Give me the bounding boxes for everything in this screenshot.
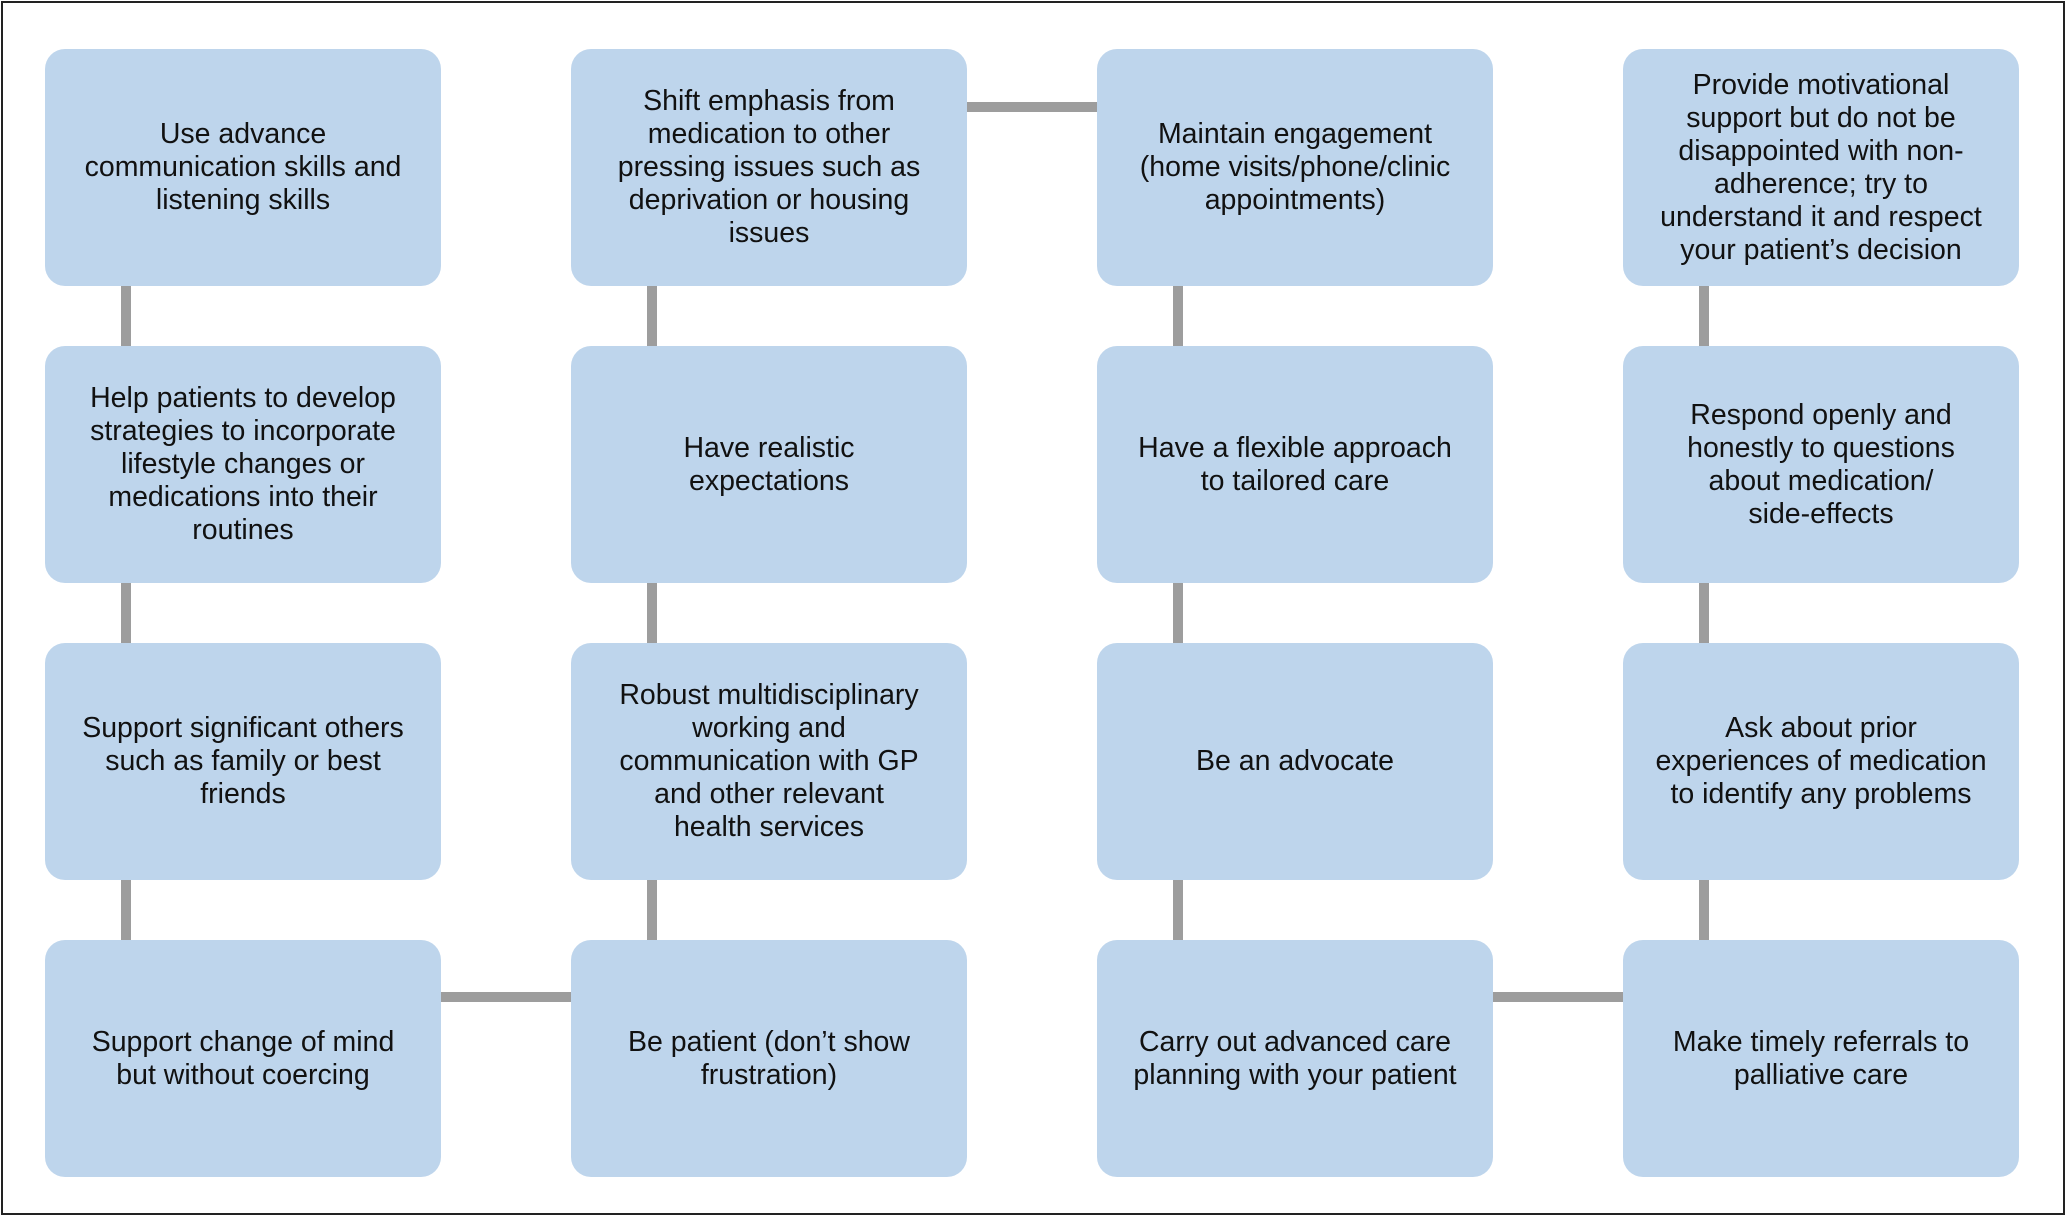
connector-c2-r3-r4 — [647, 877, 657, 941]
step-box-text: Support significant others such as famil… — [82, 712, 404, 810]
connector-c2-c3-top — [966, 102, 1100, 112]
connector-c3-c4-bottom — [1492, 992, 1626, 1002]
step-box-text: Make timely referrals to palliative care — [1672, 1025, 1970, 1091]
connector-c4-r3-r4 — [1699, 877, 1709, 941]
step-box-text: Use advance communication skills and lis… — [84, 118, 402, 216]
step-box-text: Ask about prior experiences of medicatio… — [1655, 712, 1987, 810]
connector-c2-r1-r2 — [647, 283, 657, 347]
connector-c3-r3-r4 — [1173, 877, 1183, 941]
step-box-text: Be patient (don’t show frustration) — [627, 1025, 910, 1091]
step-box-c1-r3: Support significant others such as famil… — [45, 643, 441, 880]
step-box-c3-r4: Carry out advanced care planning with yo… — [1097, 940, 1493, 1177]
step-box-text: Have a flexible approach to tailored car… — [1138, 431, 1452, 497]
step-box-text: Support change of mind but without coerc… — [91, 1025, 395, 1091]
connector-c4-r1-r2 — [1699, 283, 1709, 347]
step-box-c2-r1: Shift emphasis from medication to other … — [571, 49, 967, 286]
step-box-text: Provide motivational support but do not … — [1660, 68, 1982, 266]
step-box-text: Shift emphasis from medication to other … — [617, 85, 921, 249]
step-box-text: Be an advocate — [1195, 745, 1395, 777]
step-box-c2-r2: Have realistic expectations — [571, 346, 967, 583]
step-box-c4-r2: Respond openly and honestly to questions… — [1623, 346, 2019, 583]
step-box-text: Respond openly and honestly to questions… — [1687, 398, 1955, 530]
step-box-c1-r1: Use advance communication skills and lis… — [45, 49, 441, 286]
step-box-c3-r2: Have a flexible approach to tailored car… — [1097, 346, 1493, 583]
step-box-text: Maintain engagement (home visits/phone/c… — [1139, 118, 1451, 216]
connector-c4-r2-r3 — [1699, 580, 1709, 644]
step-box-text: Have realistic expectations — [683, 431, 855, 497]
connector-c1-r1-r2 — [121, 283, 131, 347]
step-box-c3-r3: Be an advocate — [1097, 643, 1493, 880]
step-box-c1-r4: Support change of mind but without coerc… — [45, 940, 441, 1177]
step-box-c4-r1: Provide motivational support but do not … — [1623, 49, 2019, 286]
step-box-c1-r2: Help patients to develop strategies to i… — [45, 346, 441, 583]
step-box-text: Help patients to develop strategies to i… — [90, 382, 396, 546]
step-box-text: Carry out advanced care planning with yo… — [1133, 1025, 1457, 1091]
step-box-c2-r3: Robust multidisciplinary working and com… — [571, 643, 967, 880]
step-box-c4-r4: Make timely referrals to palliative care — [1623, 940, 2019, 1177]
connector-c2-r2-r3 — [647, 580, 657, 644]
step-box-c4-r3: Ask about prior experiences of medicatio… — [1623, 643, 2019, 880]
step-box-c2-r4: Be patient (don’t show frustration) — [571, 940, 967, 1177]
step-box-c3-r1: Maintain engagement (home visits/phone/c… — [1097, 49, 1493, 286]
connector-c3-r1-r2 — [1173, 283, 1183, 347]
connector-c1-c2-bottom — [440, 992, 574, 1002]
connector-c3-r2-r3 — [1173, 580, 1183, 644]
connector-c1-r3-r4 — [121, 877, 131, 941]
step-box-text: Robust multidisciplinary working and com… — [619, 679, 919, 843]
connector-c1-r2-r3 — [121, 580, 131, 644]
